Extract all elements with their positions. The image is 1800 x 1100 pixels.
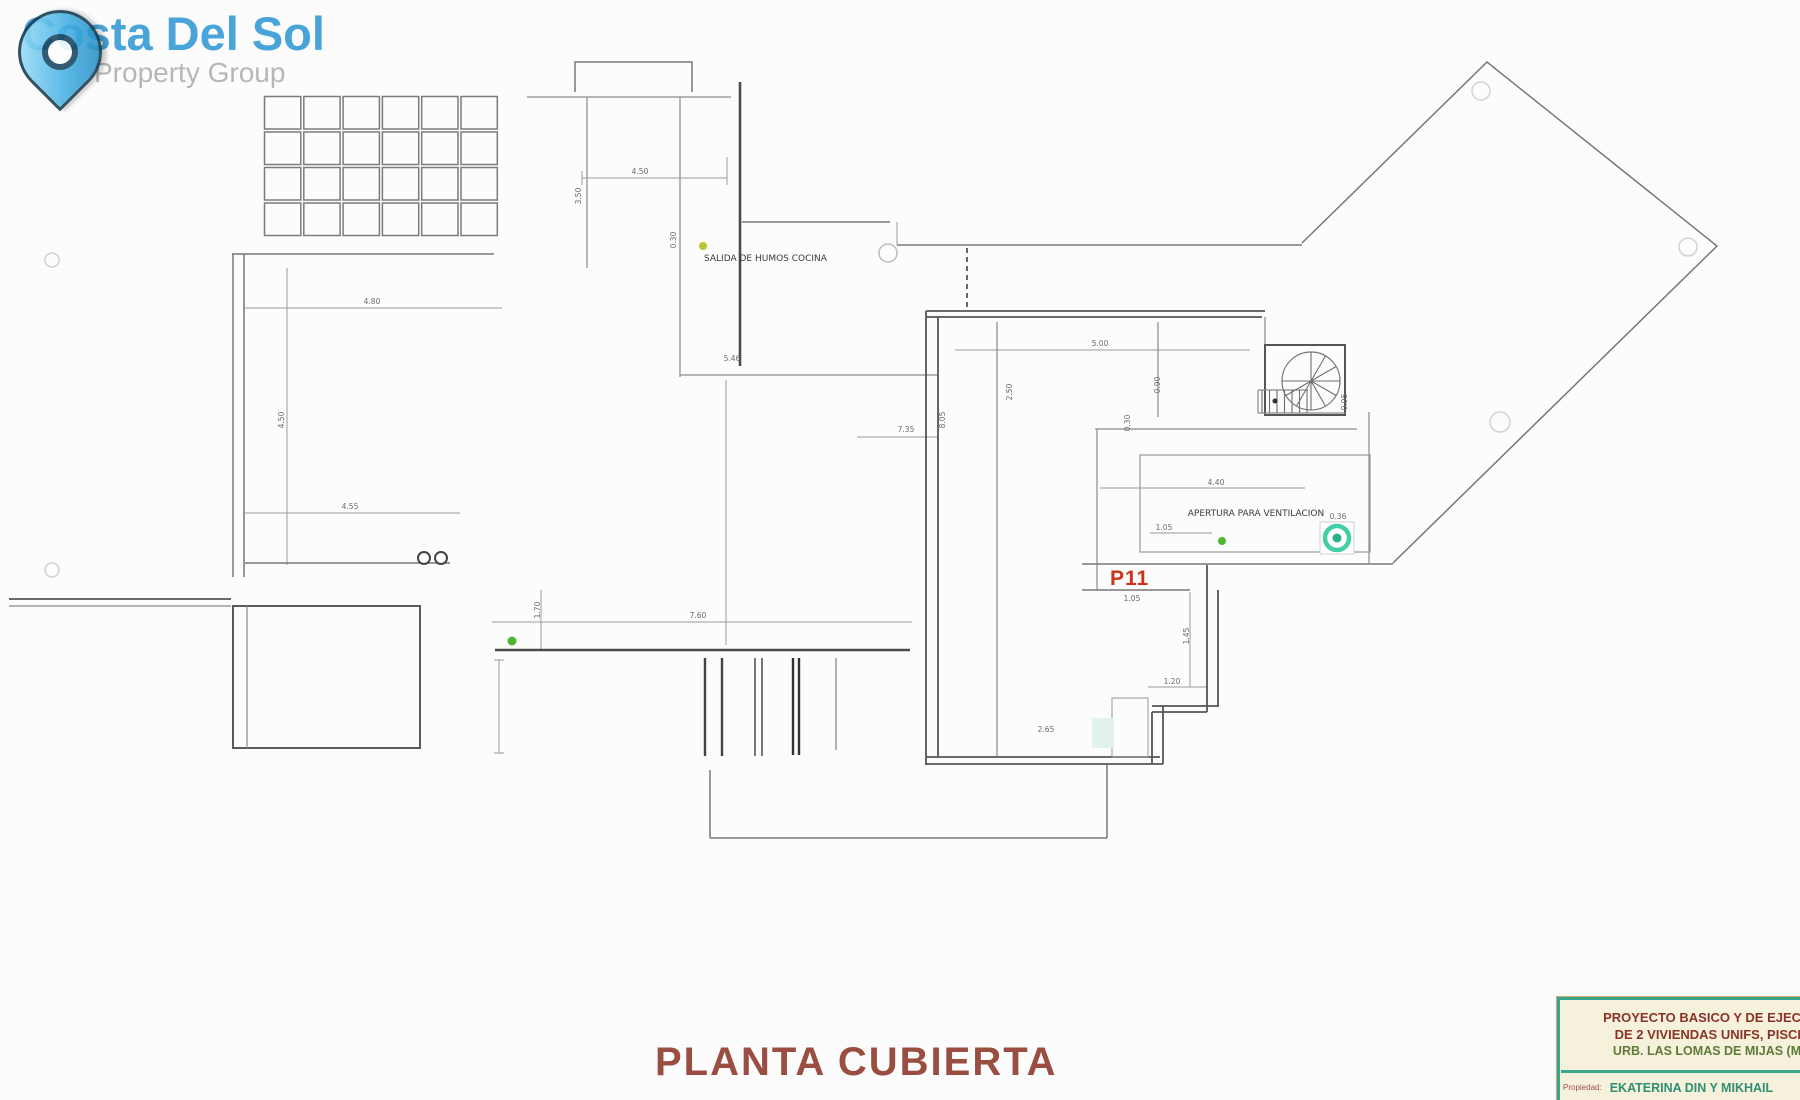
dimension-labels: 4.50 3.50 0.30 5.46 4.80 4.50 4.55 1.70 7.60 7.35… <box>277 167 1349 734</box>
point-markers <box>507 242 707 646</box>
dimension-label: 4.80 <box>364 297 381 306</box>
dimension-label: 3.50 <box>574 187 583 204</box>
dimension-label: 0.30 <box>669 231 678 248</box>
costa-del-sol-logo: Costa Del Sol Property Group <box>0 0 340 130</box>
pergola-cell <box>342 166 381 201</box>
bottom-deck <box>495 648 1108 839</box>
dimension-label: 5.46 <box>724 354 741 363</box>
dimension-label: 4.50 <box>277 411 286 428</box>
left-terrace <box>9 253 494 749</box>
label-p11: P11 <box>1110 567 1149 590</box>
drain-target-center <box>1332 533 1342 543</box>
green-marker-dot <box>1218 537 1226 545</box>
vent-circle <box>434 551 448 565</box>
dimension-label: 1.20 <box>1164 677 1181 686</box>
dimension-label: 0.36 <box>1330 512 1347 521</box>
dimension-label: 0.90 <box>1153 376 1162 393</box>
title-block: PROYECTO BASICO Y DE EJECUCION DE 2 VIVI… <box>1556 996 1800 1100</box>
pergola-cell <box>460 95 499 130</box>
dimension-label: 1.70 <box>533 601 542 618</box>
dimension-label: 1.05 <box>1156 523 1173 532</box>
spiral-stair-treads <box>1282 352 1340 410</box>
column-markers <box>44 81 1698 578</box>
dimension-label: 8.05 <box>938 411 947 428</box>
pergola-cell <box>263 131 302 166</box>
pergola-cell <box>460 166 499 201</box>
title-block-divider <box>1561 1070 1800 1073</box>
green-marker-dot <box>507 636 517 646</box>
dimension-label: 4.50 <box>632 167 649 176</box>
yellow-marker-dot <box>699 242 707 250</box>
dimension-label: 7.35 <box>898 425 915 434</box>
project-title-line2: DE 2 VIVIENDAS UNIFS, PISCINA Y <box>1614 1027 1800 1042</box>
dimension-label: 2.50 <box>1005 383 1014 400</box>
dimension-label: 1.05 <box>1124 594 1141 603</box>
upper-walls <box>527 82 1302 377</box>
pergola-cell <box>460 202 499 237</box>
dimension-label: 5.00 <box>1092 339 1109 348</box>
owner-name: EKATERINA DIN Y MIKHAIL <box>1609 1081 1774 1095</box>
pergola-cell <box>342 131 381 166</box>
pergola-cell <box>303 95 341 130</box>
pergola-cell <box>303 131 341 166</box>
dimension-label: 0.30 <box>1123 414 1132 431</box>
project-location-line: URB. LAS LOMAS DE MIJAS (MIJAS) <box>1612 1044 1800 1058</box>
pergola-grid <box>263 95 499 237</box>
pergola-cell <box>420 166 459 201</box>
drawing-title: PLANTA CUBIERTA <box>655 1040 1058 1084</box>
ventilation-box <box>1139 454 1371 555</box>
owner-field-label: Propiedad: <box>1563 1083 1602 1092</box>
pergola-cell <box>263 95 302 130</box>
pergola-cell <box>303 166 341 201</box>
dimension-label: 4.40 <box>1208 478 1225 487</box>
pergola-cell <box>420 131 459 166</box>
pergola-cell <box>420 95 459 130</box>
pergola-cell <box>460 131 499 166</box>
drain-target-icon <box>1322 523 1352 553</box>
vent-tint <box>1092 718 1114 748</box>
pergola-cell <box>342 95 381 130</box>
vent-hatch <box>1111 697 1149 758</box>
lower-left-room <box>232 605 421 749</box>
pergola-cell <box>381 202 420 237</box>
chimney-outline <box>574 61 693 92</box>
label-apertura-ventilacion: APERTURA PARA VENTILACION <box>1188 509 1324 519</box>
pergola-cell <box>420 202 459 237</box>
dimension-label: 1.45 <box>1182 627 1191 644</box>
pergola-cell <box>263 166 302 201</box>
dimension-label: 4.55 <box>342 502 359 511</box>
dimension-label: 0.95 <box>1340 393 1349 410</box>
pergola-cell <box>381 166 420 201</box>
logo-tagline-text: Property Group <box>94 57 286 88</box>
map-pin-hole <box>34 26 86 78</box>
pergola-cell <box>342 202 381 237</box>
pergola-cell <box>381 95 420 130</box>
dimension-lines <box>245 157 1305 754</box>
vent-circle <box>417 551 431 565</box>
pergola-cell <box>263 202 302 237</box>
pergola-cell <box>381 131 420 166</box>
stairs <box>1257 344 1346 416</box>
dimension-label: 2.65 <box>1038 725 1055 734</box>
main-building <box>925 310 1393 765</box>
pergola-cell <box>303 202 341 237</box>
stair-box <box>1264 344 1346 416</box>
project-title-line1: PROYECTO BASICO Y DE EJECUCION <box>1603 1010 1800 1025</box>
angled-roof-outline <box>1301 60 1719 564</box>
label-salida-humos: SALIDA DE HUMOS COCINA <box>704 254 828 264</box>
dimension-label: 7.60 <box>690 611 707 620</box>
